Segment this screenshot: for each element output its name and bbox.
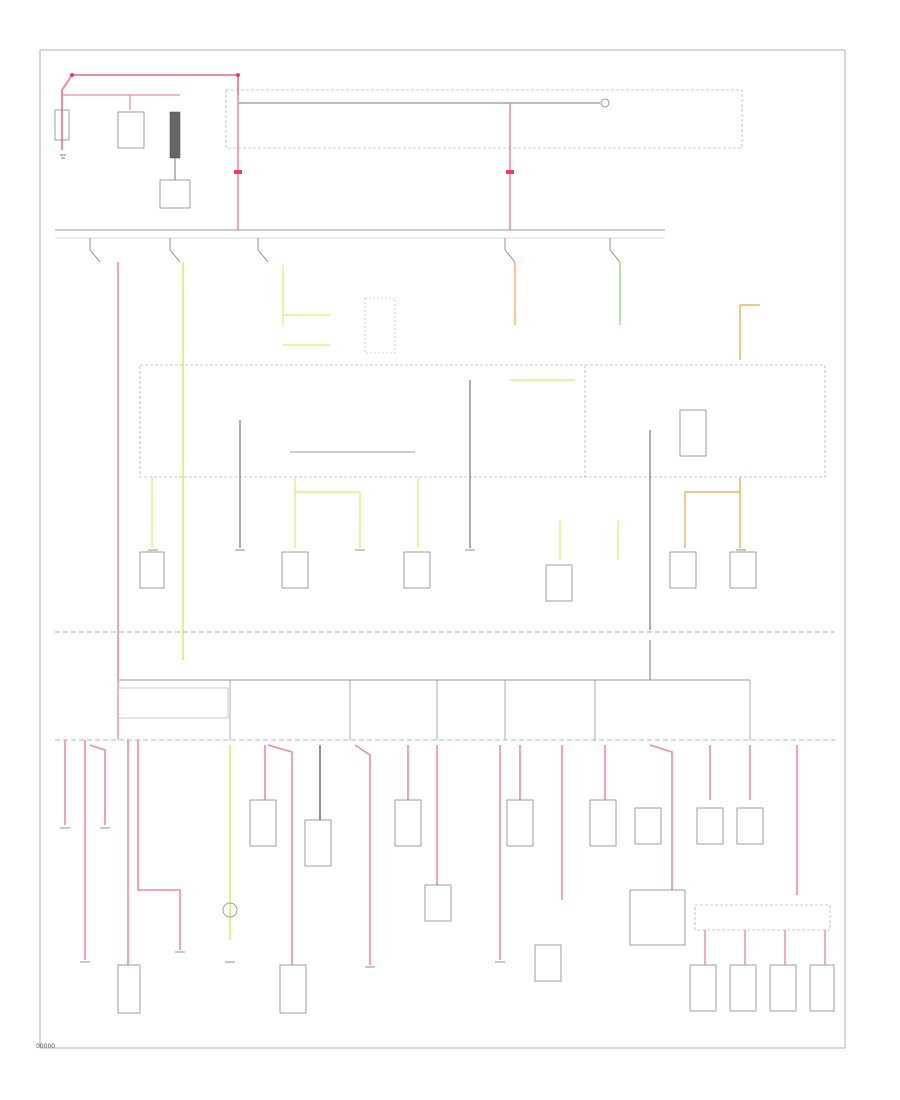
ip-fuse-outputs bbox=[151, 380, 741, 630]
ground-symbols bbox=[60, 549, 746, 968]
door-lock-module-block bbox=[694, 904, 831, 931]
diagram-border bbox=[39, 49, 846, 1049]
starter-motor bbox=[117, 111, 145, 149]
underhood-fuse-relay-center bbox=[225, 89, 743, 149]
fusible-link-coil bbox=[169, 111, 181, 159]
ip-fuse-block bbox=[139, 364, 826, 478]
lower-components bbox=[117, 799, 835, 1014]
lower-output-wires bbox=[64, 740, 798, 965]
battery-positive-cable bbox=[61, 74, 239, 150]
battery-starter-section bbox=[54, 73, 240, 209]
ignition-switch-contacts bbox=[89, 238, 621, 263]
diagram-reference-code: 00000 bbox=[36, 1043, 56, 1050]
ip-components bbox=[139, 409, 757, 602]
generator bbox=[159, 179, 191, 209]
battery bbox=[54, 109, 70, 141]
